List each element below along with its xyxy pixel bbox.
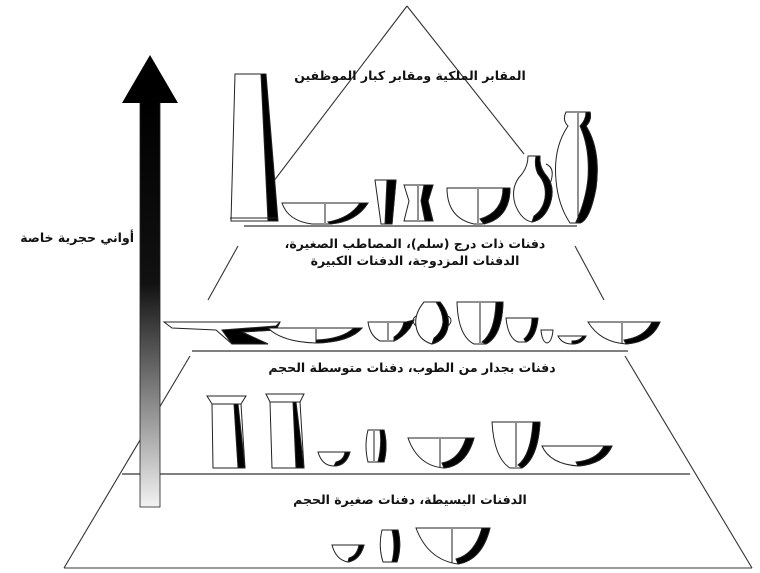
small-deep-bowl xyxy=(415,527,491,565)
shallow-dish xyxy=(281,202,369,225)
tiny-bowl xyxy=(331,544,365,563)
handled-jug xyxy=(513,155,553,223)
tier-1-label: المقابر الملكية ومقابر كبار الموظفين xyxy=(294,68,526,83)
spouted-bowl xyxy=(367,319,415,342)
tier-separators xyxy=(122,225,690,475)
tier-3-label: دفنات بجدار من الطوب، دفنات متوسطة الحجم xyxy=(268,360,556,375)
tier-2-label-line-1: دفنات ذات درج (سلم)، المصاطب الصغيرة، xyxy=(284,236,546,251)
deep-bowl-large xyxy=(491,421,541,469)
cylinder-jar-1 xyxy=(206,395,247,469)
pedestal-dish xyxy=(162,321,281,345)
wide-platter xyxy=(266,327,364,344)
small-bowl xyxy=(317,451,351,467)
cup xyxy=(374,179,397,225)
tier-2-label-line-2: الدفنات المزدوجة، الدفنات الكبيرة xyxy=(310,253,520,268)
deep-bowl xyxy=(446,187,511,225)
lugged-jar xyxy=(412,301,452,345)
tall-bowl xyxy=(456,301,504,345)
tier-2-vessels xyxy=(162,301,661,345)
tall-cylinder-jar xyxy=(230,73,279,222)
small-cup xyxy=(540,329,554,344)
pyramid-outline xyxy=(63,5,753,569)
cup-bowl xyxy=(505,317,539,343)
tier-1-vessels xyxy=(230,73,598,225)
tiny-jar xyxy=(379,529,401,563)
cylinder-jar-2 xyxy=(265,393,305,469)
small-ovoid-jar xyxy=(365,429,387,463)
tier-4-label: الدفنات البسيطة، دفنات صغيرة الحجم xyxy=(293,492,527,507)
tier-3-vessels xyxy=(206,393,613,469)
spool-jar xyxy=(403,184,434,222)
flat-bowl xyxy=(541,445,613,467)
tall-ovoid-jar xyxy=(555,111,598,224)
tier-4-vessels xyxy=(331,527,491,565)
gradient-arrow xyxy=(122,55,178,508)
open-bowl xyxy=(587,321,661,345)
small-dish xyxy=(557,335,587,345)
medium-bowl xyxy=(407,437,475,469)
side-label: أواني حجرية خاصة xyxy=(20,230,134,245)
